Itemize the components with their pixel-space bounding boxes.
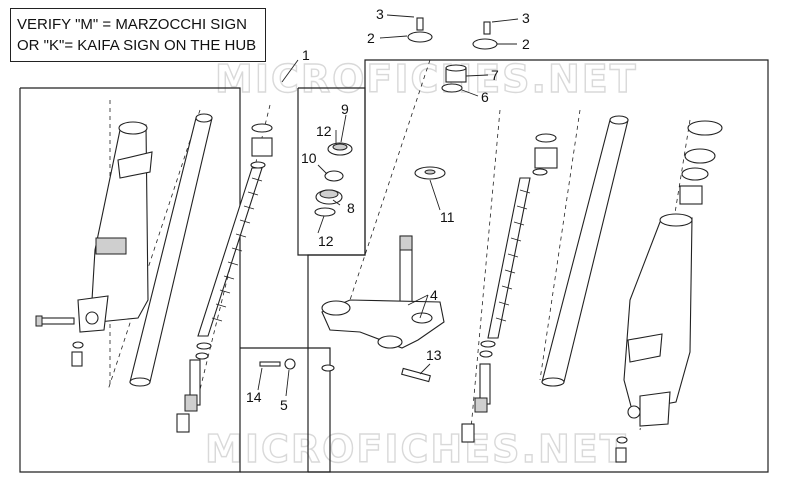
left-drain-screw	[71, 341, 84, 367]
callout-3-right: 3	[522, 10, 530, 26]
note-line-1: VERIFY "M" = MARZOCCHI SIGN	[17, 16, 247, 33]
right-fork-cap-set	[679, 120, 723, 205]
right-stanchion-tube	[541, 115, 629, 387]
bolt-kit-parts	[259, 358, 296, 370]
callout-6: 6	[481, 89, 489, 105]
watermark-top: MICROFICHES.NET	[215, 57, 638, 101]
note-line-2: OR "K"= KAIFA SIGN ON THE HUB	[17, 37, 257, 54]
callout-10: 10	[301, 150, 317, 166]
callout-11: 11	[440, 209, 455, 225]
right-fork-spring	[487, 177, 531, 339]
callout-12-upper: 12	[316, 123, 332, 139]
callout-2-left: 2	[367, 30, 375, 46]
right-damper-rod	[461, 363, 491, 443]
steering-stem	[399, 235, 413, 307]
callout-3-left: 3	[376, 6, 384, 22]
callout-2-right: 2	[522, 36, 530, 52]
steering-dust-cover	[414, 166, 446, 180]
callout-1: 1	[302, 47, 310, 63]
small-o-ring	[321, 364, 335, 372]
callout-14: 14	[246, 389, 262, 405]
callout-7: 7	[491, 67, 499, 83]
verify-sign-note: VERIFY "M" = MARZOCCHI SIGN OR "K"= KAIF…	[10, 8, 266, 62]
frame-bearing-kit	[297, 87, 366, 256]
right-fork-leg	[623, 213, 693, 427]
lower-yoke	[321, 299, 445, 349]
callout-13: 13	[426, 347, 442, 363]
left-axle-bolt	[35, 315, 75, 327]
callout-5: 5	[280, 397, 288, 413]
top-plug-right	[472, 21, 498, 50]
callout-12-lower: 12	[318, 233, 334, 249]
assembly-guides	[107, 59, 691, 441]
steering-washer	[314, 170, 344, 217]
frame-bolt-kit	[240, 347, 331, 473]
left-fork-seal-set	[195, 123, 273, 360]
stem-nut	[441, 64, 467, 93]
callout-4: 4	[430, 287, 438, 303]
callout-8: 8	[347, 200, 355, 216]
left-fork-spring	[197, 167, 263, 337]
right-drain-screw	[615, 436, 628, 463]
top-plug-left	[407, 17, 433, 43]
left-damper-rod	[176, 359, 201, 433]
callout-9: 9	[341, 101, 349, 117]
yoke-clamp-bolt	[401, 367, 431, 383]
callout-leaders	[257, 14, 519, 397]
right-fork-seal-set	[479, 133, 558, 358]
left-fork-leg	[77, 121, 153, 333]
steering-bearing-upper	[327, 142, 353, 156]
watermark-bottom: MICROFICHES.NET	[205, 427, 628, 471]
left-stanchion-tube	[129, 113, 213, 387]
